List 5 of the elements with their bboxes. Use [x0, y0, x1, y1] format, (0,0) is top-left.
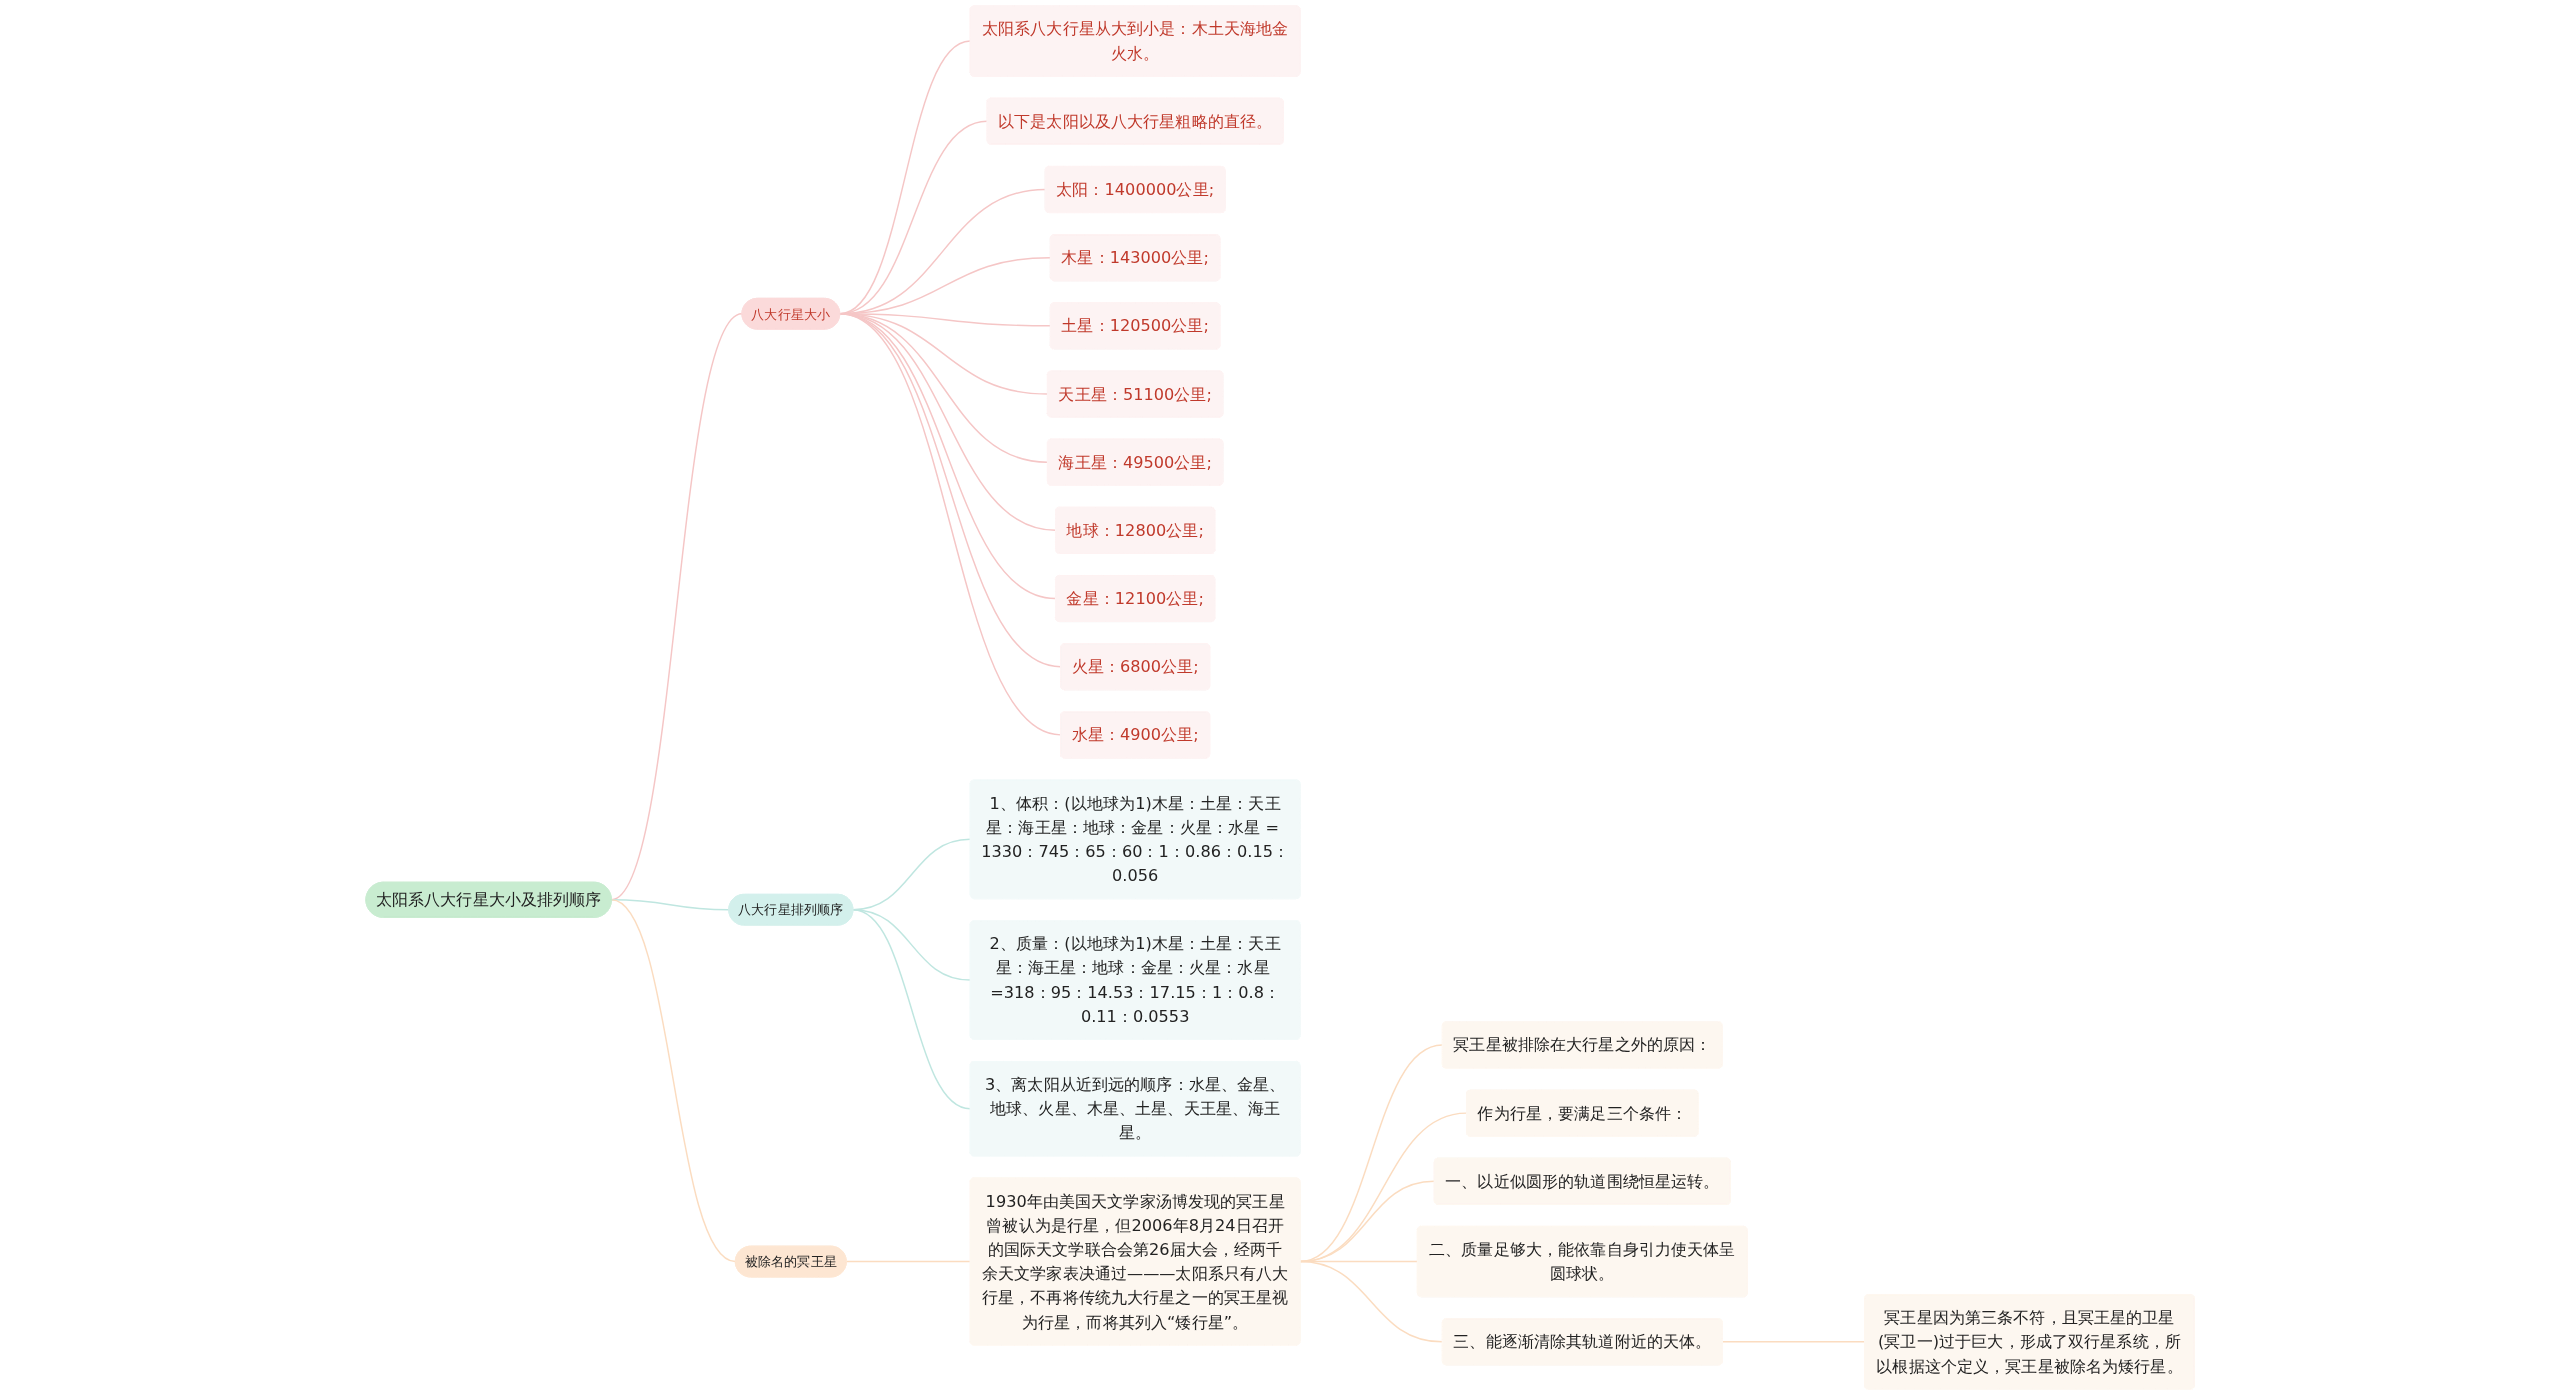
connector [852, 908, 971, 1110]
connector [845, 1260, 971, 1263]
connector [1299, 1260, 1443, 1343]
connector [1721, 1341, 1866, 1343]
connector [610, 899, 736, 1263]
